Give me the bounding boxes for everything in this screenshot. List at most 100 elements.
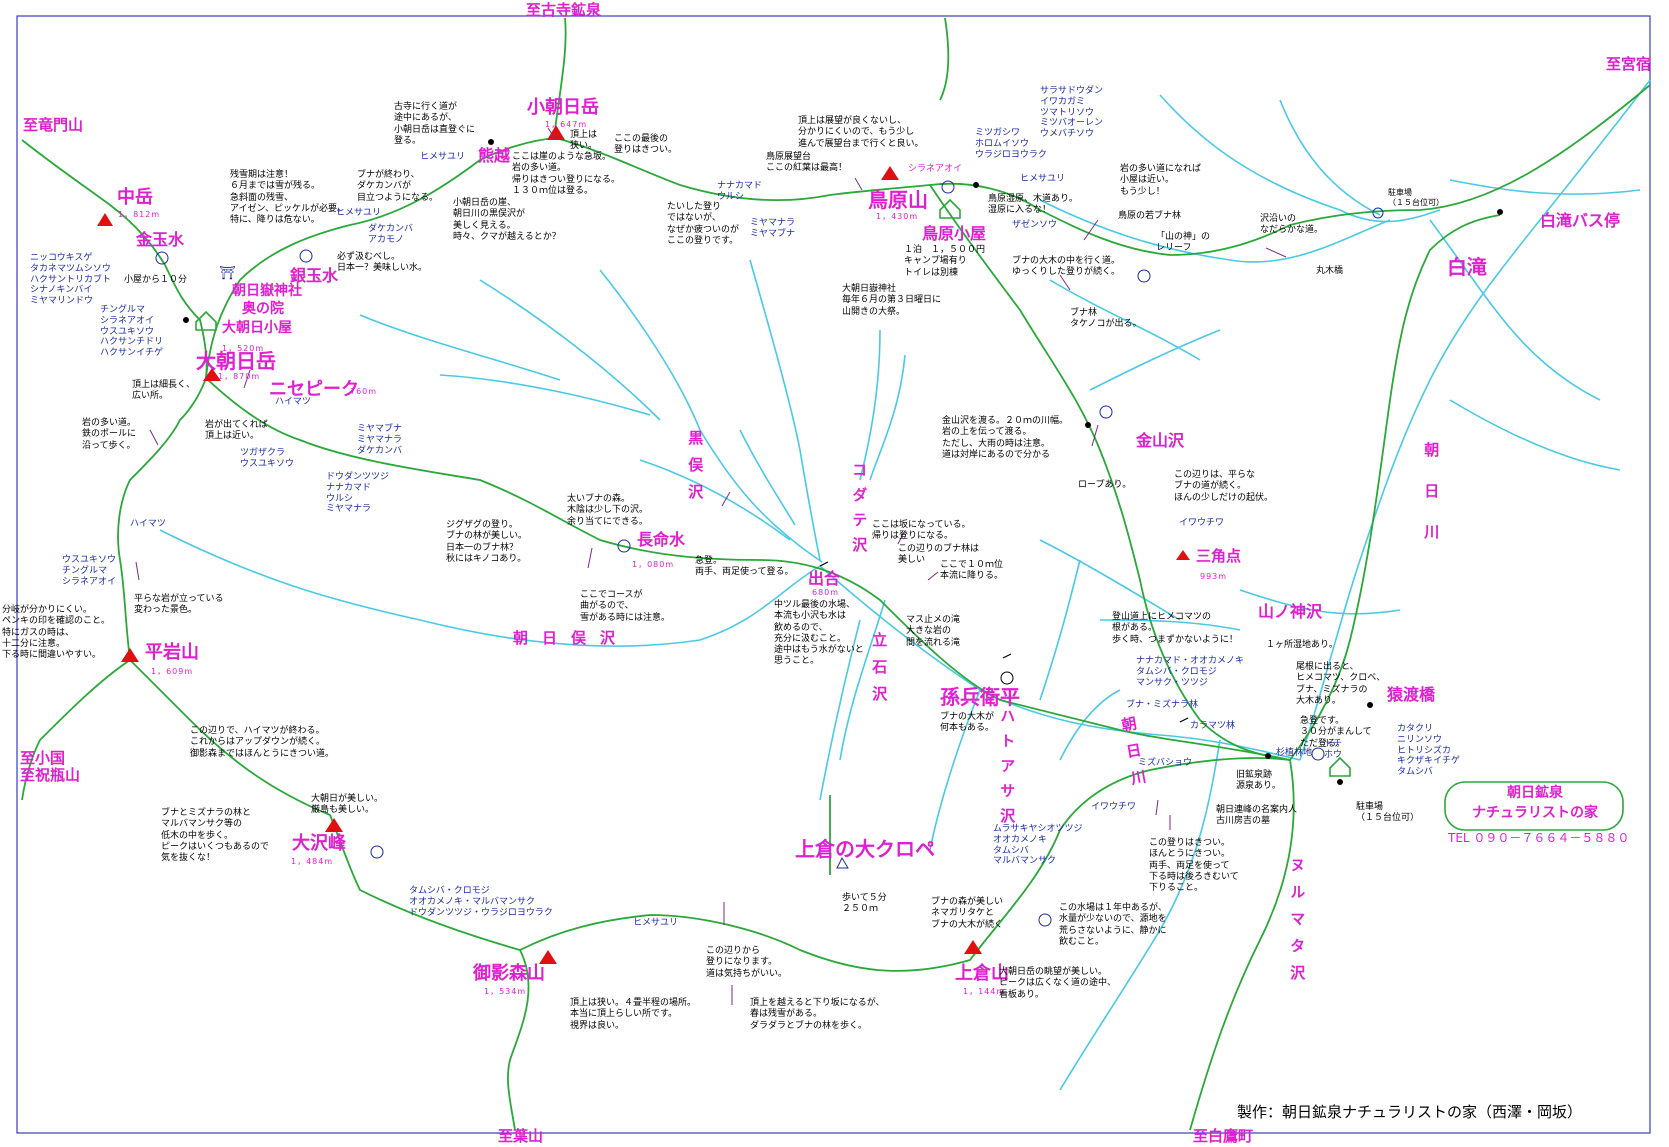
peak-ozawa — [325, 818, 343, 832]
note-15: 「山の神」の レリーフ — [1156, 232, 1211, 254]
plant-4: サラサドウダン イワカガミ ツマトリソウ ミツバオーレン ウメバチソウ — [1040, 86, 1104, 140]
trail-ridge-north — [205, 137, 931, 379]
note-53: この登りはきつい。 ほんとうにきつい。 両手、両足を使って 下る時は後ろきむいて… — [1149, 838, 1239, 893]
hut-markers — [195, 198, 1351, 777]
note-31: ここは坂になっている。 帰りは登りになる。 — [872, 520, 971, 542]
note-37: マス止メの滝 大きな岩の 間を流れる滝 — [906, 615, 961, 648]
hut-naturalist — [1329, 756, 1351, 777]
note-55: 頂上は狭い。４畳半程の場所。 本当に頂上らしい所です。 視界は良い。 — [570, 998, 697, 1031]
plant-29: 杉植林地 — [1276, 748, 1313, 758]
note-1: 古寺に行く道が 途中にあるが、 小朝日岳は直登ぐに 登る。 — [394, 102, 476, 146]
tateishi-river — [839, 599, 886, 761]
plant-12: ハイマツ — [275, 397, 311, 407]
note-48: 大朝日が美しい。 厳島も美しい。 — [311, 794, 384, 816]
dir-hayama: 至葉山 — [498, 1127, 544, 1145]
note-49: ブナとミズナラの林と マルバマンサク等の 低木の中を歩く。 ピークはいくつもある… — [161, 808, 270, 863]
note-38: ブナの大木が 何本もある。 — [940, 712, 995, 734]
peak-kamikura-elev: 1，144m — [963, 987, 1006, 996]
note-44: 尾根に出ると、 ヒメコマツ、クロベ、 ブナ、ミズナラの 大木あり。 — [1296, 662, 1386, 706]
kuromata-river — [599, 269, 823, 563]
peak-oasahi — [203, 368, 221, 381]
place-shirataki: 白滝 — [1447, 255, 1487, 279]
note-5: 頂上は展望が良くないし、 分かりにくいので、もう少し 進んで展望台まで行くと良い… — [798, 116, 924, 149]
plant-19: ナナカマド・オオカメノキ タムシバ・クロモジ マンサク・ツツジ — [1136, 656, 1245, 688]
house-box — [1444, 781, 1624, 831]
note-27: ロープあり。 — [1078, 480, 1132, 490]
asahigawa-main — [1299, 79, 1651, 761]
peak-sankaku — [1176, 550, 1190, 560]
note-16: 沢沿いの なだらかな道。 — [1260, 214, 1324, 236]
shirataki-stream — [1159, 94, 1441, 223]
note-7: 残雪期は注意！ ６月までは雪が残る。 急斜面の残雪、 アイゼン、ピッケルが必要。… — [230, 170, 347, 225]
pointer-lines — [135, 127, 1287, 1005]
house-tel: TEL ０９０－７６６４－５８８０ — [1448, 831, 1630, 845]
deai-elev: 680m — [812, 588, 840, 597]
house-name-line1: 朝日鉱泉 — [1507, 785, 1563, 801]
peak-koasahi-label: 小朝日岳 — [527, 97, 599, 118]
peak-koasahi-elev: 1，647m — [545, 120, 588, 129]
trail-kanayama — [929, 184, 1291, 761]
trail-road-south — [1189, 759, 1295, 1131]
plant-22: ミズバショウ — [1138, 758, 1193, 768]
place-oasahi-hut: 大朝日小屋 — [222, 320, 292, 336]
note-6: 鳥原展望台 ここの紅葉は最高！ — [766, 152, 848, 174]
place-kanayamasawa: 金山沢 — [1136, 431, 1185, 450]
hut-torihara — [939, 198, 961, 219]
peak-hiraiwa — [121, 648, 139, 662]
trail-miyajuku-connector — [939, 17, 950, 101]
plant-18: イワウチワ — [1179, 518, 1225, 528]
plant-25: カタクリ ニリンソウ ヒトリシズカ キクザキイチゲ タムシバ — [1397, 724, 1461, 778]
dir-ryumon: 至竜門山 — [23, 116, 84, 134]
plant-24: ムラサキヤシオツツジ オオカメノキ タムシバ マルバマンサク — [993, 824, 1083, 867]
river-hatoasa: ハトアサ沢 — [998, 708, 1017, 833]
note-17: 丸木橋 — [1316, 266, 1344, 276]
plant-13: ツガザクラ ウスユキソウ — [240, 448, 295, 469]
note-28: この辺りは、平らな ブナの道が続く。 ほんの少しだけの起伏。 — [1174, 470, 1274, 503]
dir-miyajuku: 至宮宿 — [1606, 55, 1652, 73]
peak-kamikura — [964, 940, 982, 954]
plant-6: ヒメサユリ — [1020, 174, 1066, 184]
note-36: 中ツル最後の水場、 本流も小沢も水は 飲めるので、 充分に汲むこと。 途中はもう… — [774, 600, 864, 667]
river-kodate: コダテ沢 — [850, 462, 869, 562]
note-34: 急登。 両手、両足使って登る。 — [695, 556, 794, 578]
trail-kamikura — [519, 757, 1291, 972]
parking-asahi: 駐車場 （１５台位可） — [1356, 802, 1420, 824]
place-sarubashi: 猿渡橋 — [1387, 685, 1436, 704]
place-okunoin1: 朝日嶽神社 — [232, 283, 302, 299]
hut-oasahi — [195, 310, 217, 331]
oasahi-hut-elev: 1，520m — [222, 344, 265, 353]
trail-shirataki — [929, 84, 1651, 256]
note-25: 岩の多い道。 鉄のポールに 沿って歩く。 — [82, 418, 137, 451]
peak-markers — [97, 125, 1190, 964]
plant-14: ミヤマブナ ミヤマナラ ダケカンバ — [357, 424, 403, 456]
nurumata-river — [1059, 739, 1221, 1091]
note-52: この水場は１年中あるが、 水量が少ないので、源地を 荒らさないように、静かに 飲… — [1059, 903, 1167, 947]
plant-21: カラマツ林 — [1190, 721, 1236, 731]
trail-kokuni — [21, 659, 131, 801]
note-56: 頂上を越えると下り坂になるが、 春は残雪がある。 ダラダラとブナの林を歩く。 — [750, 998, 885, 1031]
note-42: 登山道上にヒメコマツの 根がある。 歩く時、つまずかないように！ — [1112, 612, 1238, 645]
peak-ozawa-elev: 1，484m — [291, 857, 334, 866]
note-54: この辺りから 登りになります。 道は気持ちがいい。 — [706, 946, 788, 979]
note-23: 頂上は細長く、 広い所。 — [132, 380, 196, 402]
plant-11: チングルマ シラネアオイ ウスユキソウ ハクサンチドリ ハクサンイチゲ — [100, 305, 164, 359]
plant-27: ヒメサユリ — [633, 918, 679, 928]
place-magobei: 孫兵衛平 — [940, 685, 1020, 709]
note-20: 大朝日嶽神社 毎年６月の第３日曜日に 山開きの大祭。 — [842, 284, 942, 317]
plant-7: ザゼンソウ — [1012, 220, 1058, 230]
plant-3: ミヤマナラ ミヤマブナ — [750, 218, 796, 239]
peak-sankaku-elev: 993m — [1200, 572, 1228, 581]
parking-shirataki: 駐車場 （１５台位可） — [1388, 188, 1444, 207]
trail-chomeisui — [205, 377, 1291, 761]
peak-torihara-elev: 1，430m — [876, 212, 919, 221]
place-shirane: シラネアオイ — [908, 164, 963, 174]
note-32: この辺りのブナ林は 美しい — [898, 544, 980, 566]
water-markers — [155, 180, 1384, 927]
plant-9: ダケカンバ アカモノ — [368, 224, 414, 245]
note-41: この辺りで、ハイマツが終わる。 これからはアップダウンが続く。 御影森まではほん… — [190, 726, 335, 759]
trail-main-south — [117, 377, 521, 951]
house-name-line2: ナチュラリストの家 — [1472, 805, 1598, 821]
place-yamanokamisawa: 山ノ神沢 — [1258, 602, 1323, 621]
peak-hiraiwa-elev: 1，609m — [151, 667, 194, 676]
